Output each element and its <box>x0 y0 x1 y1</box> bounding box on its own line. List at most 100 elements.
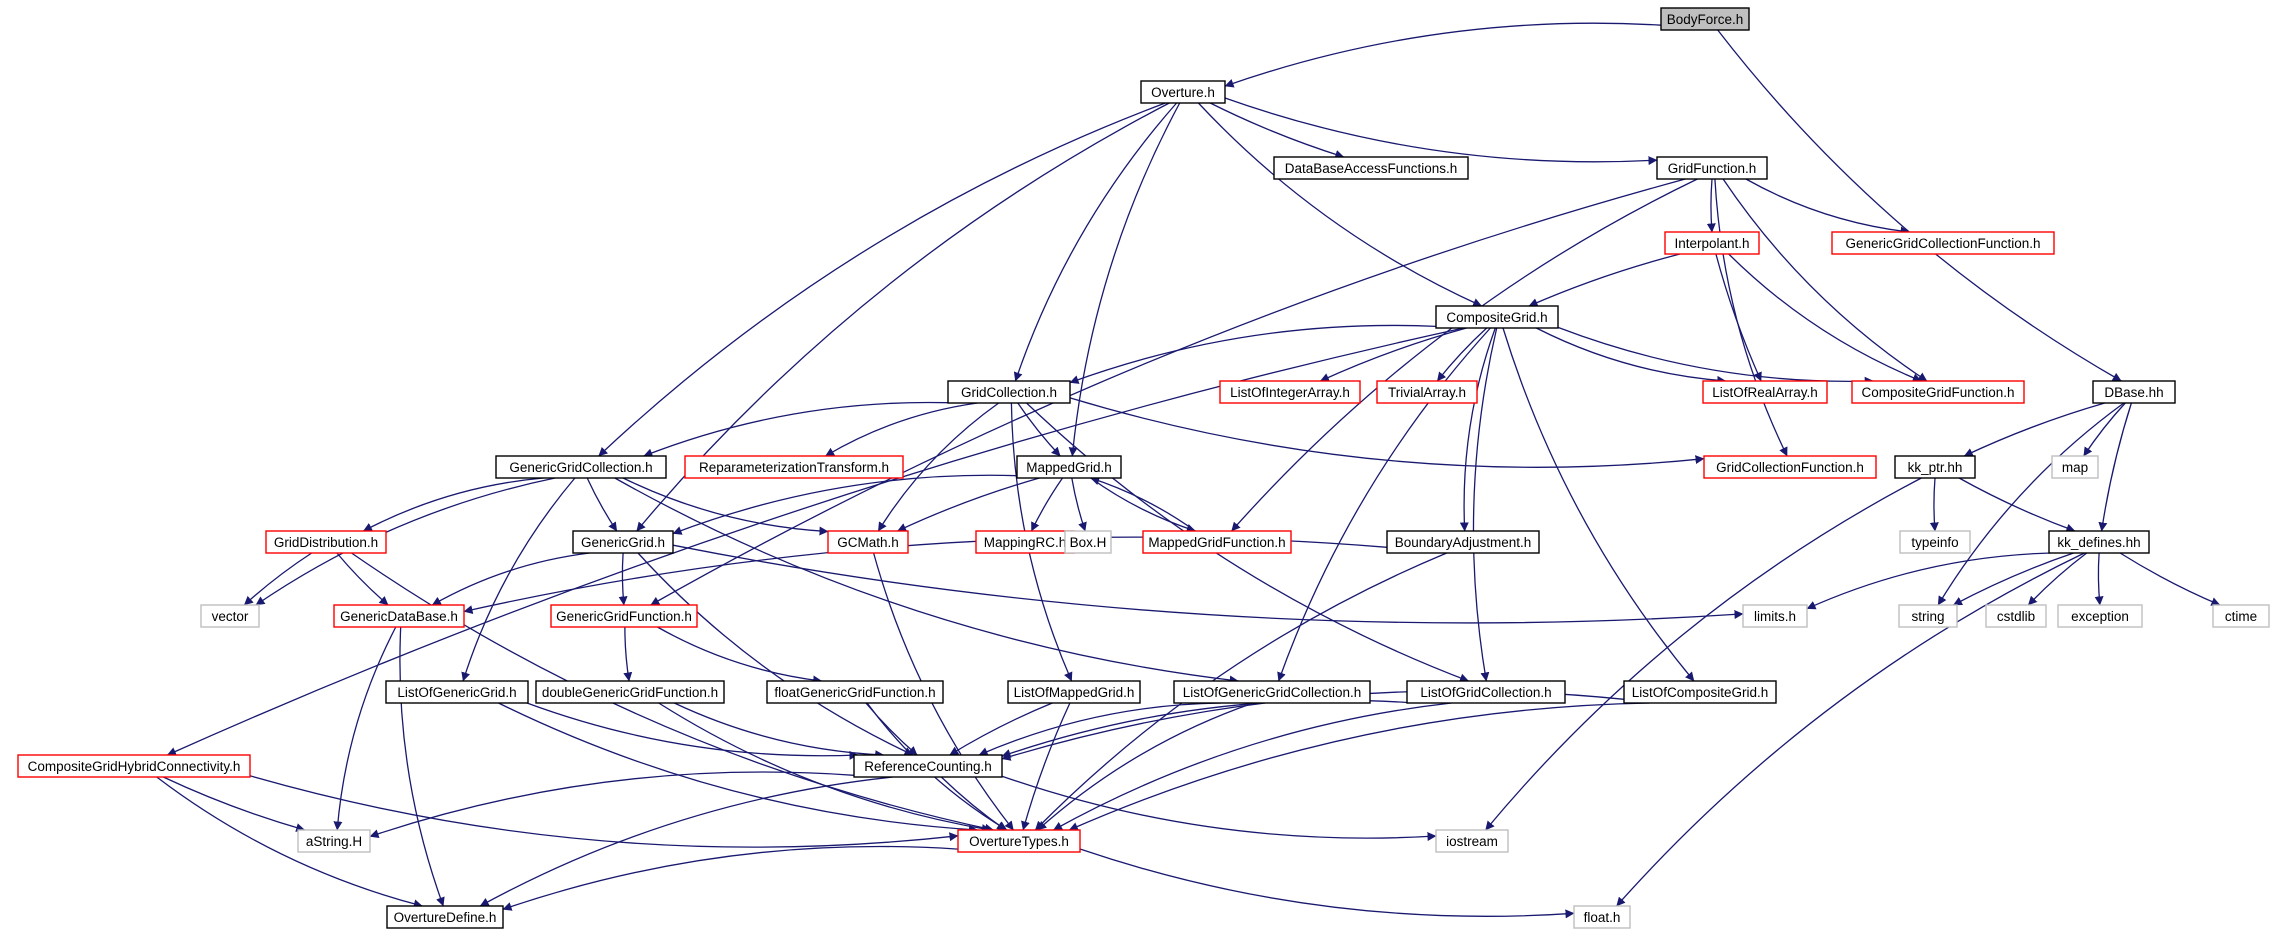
node-GridFunction[interactable]: GridFunction.h <box>1656 156 1768 180</box>
node-BodyForce[interactable]: BodyForce.h <box>1660 7 1750 31</box>
edge-OvertureTypes-to-float <box>1079 848 1575 919</box>
edge-GridFunction-to-GridCollectionFunction <box>1714 178 1788 457</box>
node-label: TrivialArray.h <box>1388 385 1466 400</box>
node-cstdlib: cstdlib <box>1985 604 2047 628</box>
node-BoxH: Box.H <box>1064 530 1112 554</box>
edge-ListOfGridCollection-to-ReferenceCounting <box>1001 699 1408 758</box>
node-GridDistribution[interactable]: GridDistribution.h <box>265 530 387 554</box>
edge-Overture-to-DataBaseAccessFunctions <box>1209 102 1345 159</box>
node-ListOfMappedGrid[interactable]: ListOfMappedGrid.h <box>1007 680 1141 704</box>
node-GenericGridCollection[interactable]: GenericGridCollection.h <box>495 455 667 479</box>
node-OvertureDefine[interactable]: OvertureDefine.h <box>386 905 504 929</box>
edge-CompositeGrid-to-ListOfGridCollection <box>1472 327 1498 682</box>
node-label: GenericGrid.h <box>581 535 665 550</box>
node-box <box>1660 7 1750 31</box>
node-label: map <box>2062 460 2088 475</box>
node-DataBaseAccessFunctions[interactable]: DataBaseAccessFunctions.h <box>1273 156 1469 180</box>
node-MappedGrid[interactable]: MappedGrid.h <box>1016 455 1122 479</box>
node-label: ListOfCompositeGrid.h <box>1632 685 1769 700</box>
edge-GridCollection-to-MappedGrid <box>1017 402 1061 457</box>
node-box <box>1573 905 1631 929</box>
node-Interpolant[interactable]: Interpolant.h <box>1664 231 1760 255</box>
node-label: floatGenericGridFunction.h <box>774 685 935 700</box>
node-exception: exception <box>2057 604 2143 628</box>
node-TrivialArray[interactable]: TrivialArray.h <box>1376 380 1478 404</box>
node-box <box>297 829 371 853</box>
node-label: CompositeGrid.h <box>1446 310 1547 325</box>
node-box <box>1435 829 1509 853</box>
node-Overture[interactable]: Overture.h <box>1140 80 1226 104</box>
node-label: OvertureTypes.h <box>969 834 1069 849</box>
node-box <box>1016 455 1122 479</box>
node-label: exception <box>2071 609 2129 624</box>
edge-CompositeGridHybridConnectivity-to-OvertureDefine <box>156 776 423 909</box>
node-box <box>1851 380 2025 404</box>
edge-GridFunction-to-GenericGridCollectionFunction <box>1745 178 1910 236</box>
edge-ListOfGenericGrid-to-ReferenceCounting <box>526 702 859 760</box>
edge-Interpolant-to-CompositeGridFunction <box>1728 253 1922 382</box>
node-MappedGridFunction[interactable]: MappedGridFunction.h <box>1142 530 1292 554</box>
node-GenericGridCollectionFunction[interactable]: GenericGridCollectionFunction.h <box>1831 231 2055 255</box>
node-label: MappedGridFunction.h <box>1148 535 1285 550</box>
node-ListOfGenericGrid[interactable]: ListOfGenericGrid.h <box>385 680 529 704</box>
node-label: CompositeGridHybridConnectivity.h <box>28 759 241 774</box>
edge-GridCollection-to-ReparameterizationTransform <box>825 402 978 457</box>
node-aString: aString.H <box>297 829 371 853</box>
edge-ReferenceCounting-to-aString <box>369 771 855 839</box>
edge-GenericGridFunction-to-floatGenericGridFunction <box>657 626 823 685</box>
edge-CompositeGrid-to-GridCollection <box>1069 324 1437 384</box>
node-box <box>535 680 725 704</box>
node-ListOfGenericGridCollection[interactable]: ListOfGenericGridCollection.h <box>1173 680 1371 704</box>
edge-MappedGrid-to-MappedGridFunction <box>1090 477 1196 533</box>
node-CompositeGrid[interactable]: CompositeGrid.h <box>1435 305 1559 329</box>
node-box <box>1435 305 1559 329</box>
node-DBase[interactable]: DBase.hh <box>2092 380 2176 404</box>
node-kk_defines[interactable]: kk_defines.hh <box>2048 530 2150 554</box>
node-BoundaryAdjustment[interactable]: BoundaryAdjustment.h <box>1386 530 1540 554</box>
edge-GenericGrid-to-limits <box>672 544 1744 624</box>
node-ListOfIntegerArray[interactable]: ListOfIntegerArray.h <box>1219 380 1361 404</box>
node-GCMath[interactable]: GCMath.h <box>827 530 909 554</box>
edge-OvertureTypes-to-OvertureDefine <box>502 845 959 911</box>
node-CompositeGridHybridConnectivity[interactable]: CompositeGridHybridConnectivity.h <box>17 754 251 778</box>
node-ListOfRealArray[interactable]: ListOfRealArray.h <box>1702 380 1828 404</box>
node-GenericGrid[interactable]: GenericGrid.h <box>572 530 674 554</box>
node-ListOfGridCollection[interactable]: ListOfGridCollection.h <box>1406 680 1566 704</box>
node-label: GridDistribution.h <box>274 535 378 550</box>
node-label: ListOfMappedGrid.h <box>1014 685 1135 700</box>
node-MappingRC[interactable]: MappingRC.h <box>975 530 1075 554</box>
node-box <box>1656 156 1768 180</box>
node-GridCollectionFunction[interactable]: GridCollectionFunction.h <box>1703 455 1877 479</box>
edge-GridDistribution-to-GenericDataBase <box>336 552 389 606</box>
edge-kk_defines-to-string <box>1953 552 2074 606</box>
edge-GridFunction-to-CompositeGridFunction <box>1722 178 1928 382</box>
edge-DBase-to-string <box>1937 402 2125 606</box>
node-GridCollection[interactable]: GridCollection.h <box>947 380 1071 404</box>
node-kk_ptr[interactable]: kk_ptr.hh <box>1894 455 1976 479</box>
node-doubleGenericGridFunction[interactable]: doubleGenericGridFunction.h <box>535 680 725 704</box>
node-box <box>957 829 1081 853</box>
edge-ReferenceCounting-to-OvertureDefine <box>479 776 893 907</box>
node-label: GenericGridCollectionFunction.h <box>1845 236 2040 251</box>
node-label: DataBaseAccessFunctions.h <box>1285 161 1458 176</box>
node-ListOfCompositeGrid[interactable]: ListOfCompositeGrid.h <box>1623 680 1777 704</box>
node-GenericDataBase[interactable]: GenericDataBase.h <box>333 604 465 628</box>
node-label: ListOfRealArray.h <box>1712 385 1818 400</box>
node-CompositeGridFunction[interactable]: CompositeGridFunction.h <box>1851 380 2025 404</box>
node-ReparameterizationTransform[interactable]: ReparameterizationTransform.h <box>684 455 904 479</box>
node-OvertureTypes[interactable]: OvertureTypes.h <box>957 829 1081 853</box>
node-GenericGridFunction[interactable]: GenericGridFunction.h <box>550 604 698 628</box>
node-box <box>265 530 387 554</box>
edge-BodyForce-to-Overture <box>1224 22 1662 88</box>
node-ReferenceCounting[interactable]: ReferenceCounting.h <box>853 754 1003 778</box>
node-floatGenericGridFunction[interactable]: floatGenericGridFunction.h <box>766 680 944 704</box>
node-label: cstdlib <box>1997 609 2035 624</box>
node-label: string <box>1911 609 1944 624</box>
node-label: aString.H <box>306 834 362 849</box>
edge-ListOfGenericGrid-to-OvertureTypes <box>498 702 978 834</box>
edge-GenericGrid-to-GenericDataBase <box>431 552 590 606</box>
edge-GridCollection-to-GenericGridCollection <box>643 401 949 458</box>
edge-CompositeGrid-to-ListOfRealArray <box>1536 327 1727 385</box>
edge-MappedGrid-to-GenericGrid <box>672 474 1018 535</box>
node-box <box>1173 680 1371 704</box>
